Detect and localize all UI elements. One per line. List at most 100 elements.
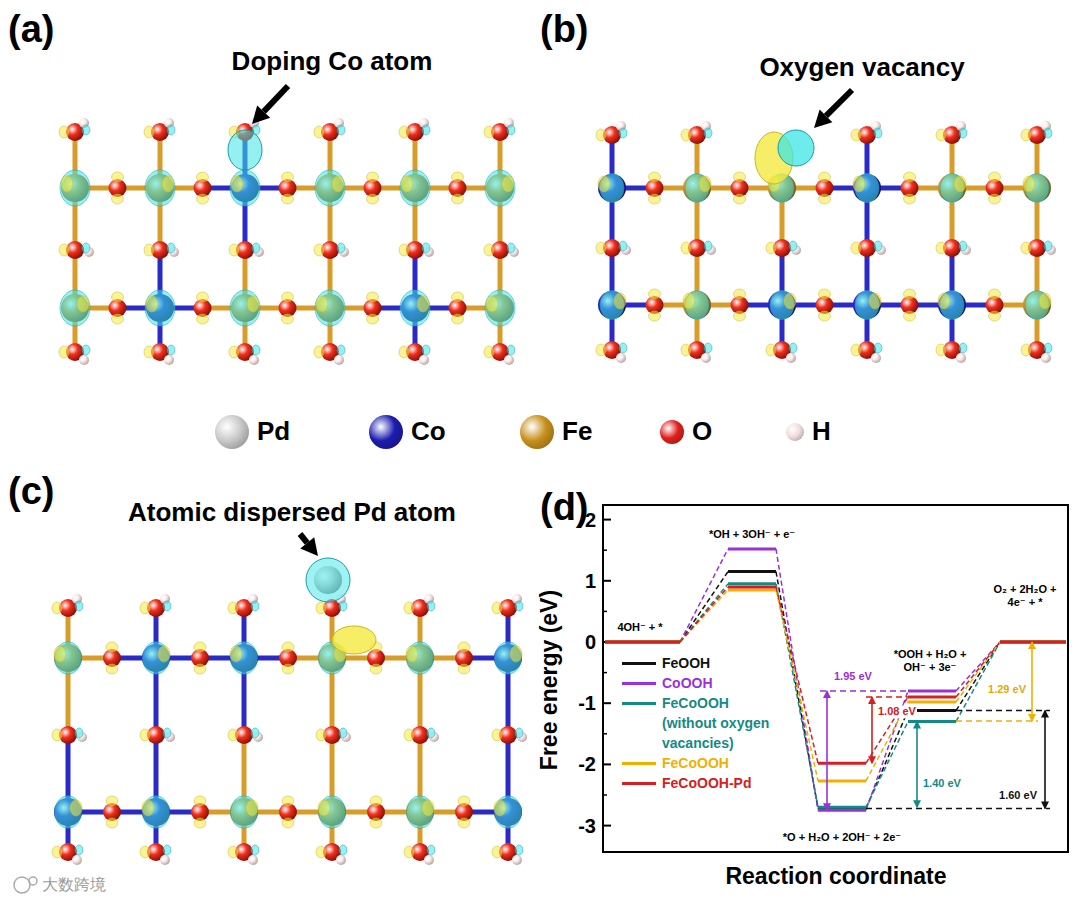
transition-line bbox=[776, 549, 818, 810]
energy-value: 1.08 eV bbox=[877, 705, 917, 718]
isosurface bbox=[370, 796, 382, 806]
arrow-head bbox=[252, 105, 270, 124]
energy-gap-arrow bbox=[826, 691, 828, 810]
legend-label: FeOOH bbox=[662, 653, 710, 673]
atom-swatch bbox=[369, 415, 403, 449]
isosurface bbox=[427, 728, 435, 738]
line-swatch bbox=[622, 762, 656, 765]
isosurface bbox=[407, 642, 434, 674]
atom bbox=[1023, 291, 1051, 319]
isosurface bbox=[417, 296, 429, 312]
isosurface bbox=[734, 194, 746, 204]
isosurface bbox=[495, 642, 522, 674]
isosurface bbox=[106, 818, 118, 828]
hydrogen-atom bbox=[160, 855, 170, 865]
isosurface bbox=[143, 796, 170, 828]
isosurface bbox=[197, 292, 209, 302]
isosurface bbox=[112, 194, 124, 204]
isosurface bbox=[75, 728, 83, 738]
hydrogen-atom bbox=[79, 355, 89, 365]
isosurface bbox=[316, 846, 326, 858]
legend-label: Fe bbox=[562, 416, 592, 447]
transition-line bbox=[680, 587, 728, 642]
isosurface bbox=[904, 289, 916, 299]
energy-level bbox=[1000, 641, 1066, 644]
isosurface bbox=[458, 642, 470, 652]
isosurface bbox=[144, 126, 154, 138]
isosurface bbox=[306, 558, 350, 602]
energy-level bbox=[605, 641, 680, 644]
isosurface bbox=[370, 664, 382, 674]
isosurface bbox=[316, 296, 328, 312]
energy-level bbox=[908, 700, 956, 703]
energy-value: 1.95 eV bbox=[833, 670, 873, 683]
isosurface bbox=[55, 642, 82, 674]
isosurface bbox=[936, 129, 946, 141]
isosurface bbox=[427, 601, 435, 611]
arrow-shaft bbox=[300, 534, 307, 543]
legend-label: H bbox=[812, 416, 831, 447]
isosurface bbox=[989, 194, 1001, 204]
isosurface bbox=[404, 729, 414, 741]
isosurface bbox=[337, 243, 345, 253]
isosurface bbox=[510, 646, 522, 662]
isosurface bbox=[874, 241, 882, 251]
isosurface bbox=[484, 244, 494, 256]
isosurface bbox=[61, 176, 73, 192]
isosurface bbox=[252, 243, 260, 253]
isosurface bbox=[316, 729, 326, 741]
isosurface bbox=[989, 172, 1001, 182]
isosurface bbox=[106, 664, 118, 674]
isosurface bbox=[789, 343, 797, 353]
isosurface bbox=[1021, 242, 1031, 254]
isosurface bbox=[492, 846, 502, 858]
isosurface bbox=[507, 243, 515, 253]
isosurface bbox=[59, 244, 69, 256]
isosurface bbox=[163, 728, 171, 738]
transition-line bbox=[776, 584, 818, 807]
axis-title: Free energy (eV) bbox=[536, 590, 564, 770]
slab-pd-single-atom bbox=[52, 558, 527, 865]
isosurface bbox=[229, 244, 239, 256]
isosurface bbox=[194, 796, 206, 806]
isosurface bbox=[106, 642, 118, 652]
isosurface bbox=[507, 125, 515, 135]
isosurface bbox=[315, 170, 345, 206]
energy-gap-arrow bbox=[1044, 711, 1046, 809]
isosurface bbox=[874, 128, 882, 138]
isosurface bbox=[282, 818, 294, 828]
isosurface bbox=[959, 343, 967, 353]
isosurface bbox=[75, 845, 83, 855]
free-energy-plot bbox=[603, 505, 1068, 852]
minor-tick bbox=[603, 672, 607, 674]
isosurface bbox=[54, 646, 66, 662]
isosurface bbox=[163, 601, 171, 611]
isosurface bbox=[492, 729, 502, 741]
energy-level bbox=[818, 762, 866, 765]
panel-label: (a) bbox=[8, 7, 54, 53]
isosurface bbox=[502, 176, 514, 192]
isosurface bbox=[404, 602, 414, 614]
isosurface bbox=[231, 176, 243, 192]
isosurface bbox=[649, 194, 661, 204]
isosurface bbox=[851, 344, 861, 356]
isosurface bbox=[231, 796, 258, 828]
isosurface bbox=[484, 126, 494, 138]
atom-swatch bbox=[520, 415, 554, 449]
isosurface bbox=[282, 642, 294, 652]
isosurface bbox=[904, 172, 916, 182]
isosurface bbox=[194, 642, 206, 652]
isosurface bbox=[399, 126, 409, 138]
atom bbox=[598, 174, 626, 202]
isosurface bbox=[52, 729, 62, 741]
isosurface bbox=[314, 244, 324, 256]
isosurface bbox=[229, 346, 239, 358]
isosurface bbox=[619, 343, 627, 353]
isosurface bbox=[819, 289, 831, 299]
major-tick bbox=[603, 519, 611, 521]
axis-tick: 2 bbox=[585, 508, 596, 532]
energy-level bbox=[605, 641, 680, 644]
isosurface bbox=[251, 845, 259, 855]
pointer-arrow bbox=[814, 90, 852, 128]
